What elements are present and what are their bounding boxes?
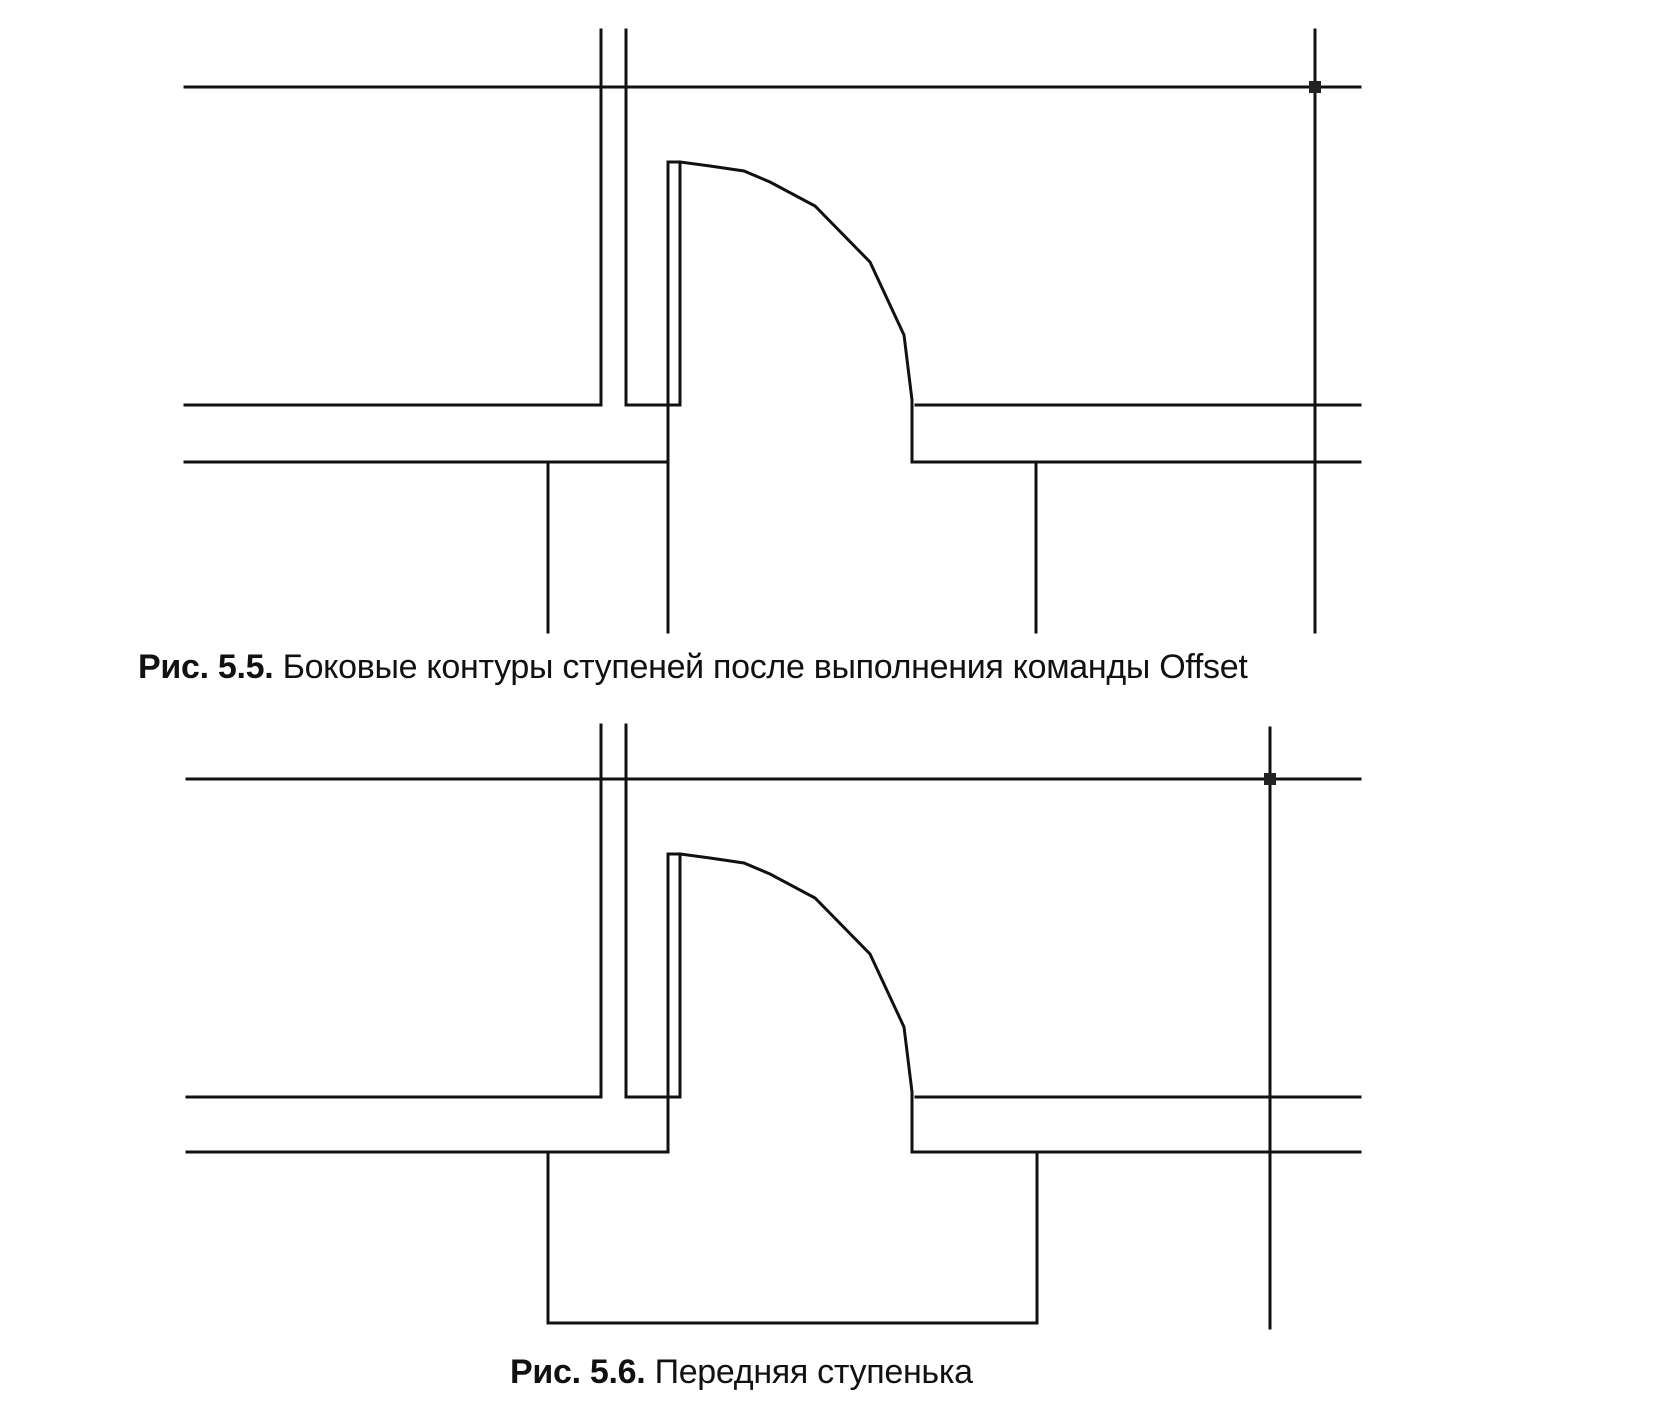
figure-caption: Рис. 5.6. Передняя ступенька (510, 1353, 973, 1392)
figure-title: Боковые контуры ступеней после выполнени… (282, 648, 1248, 686)
intersection-marker (1309, 81, 1321, 93)
door-swing-arc (678, 852, 914, 1154)
figure-title: Передняя ступенька (654, 1353, 974, 1391)
door-jamb (666, 160, 682, 634)
figure-number: Рис. 5.5. (138, 648, 274, 686)
figure-number: Рис. 5.6. (510, 1353, 646, 1391)
cad-drawing-5-6 (185, 723, 1362, 1330)
front-step-outline (546, 1150, 1039, 1325)
door-jamb (666, 852, 682, 1154)
figure-5-6: Рис. 5.6. Передняя ступенька (0, 690, 1657, 1391)
intersection-marker (1264, 773, 1276, 785)
door-swing-arc (678, 160, 914, 464)
cad-drawing-5-5 (183, 28, 1362, 634)
figure-caption: Рис. 5.5. Боковые контуры ступеней после… (138, 648, 1248, 687)
figure-5-5: Рис. 5.5. Боковые контуры ступеней после… (0, 0, 1657, 686)
